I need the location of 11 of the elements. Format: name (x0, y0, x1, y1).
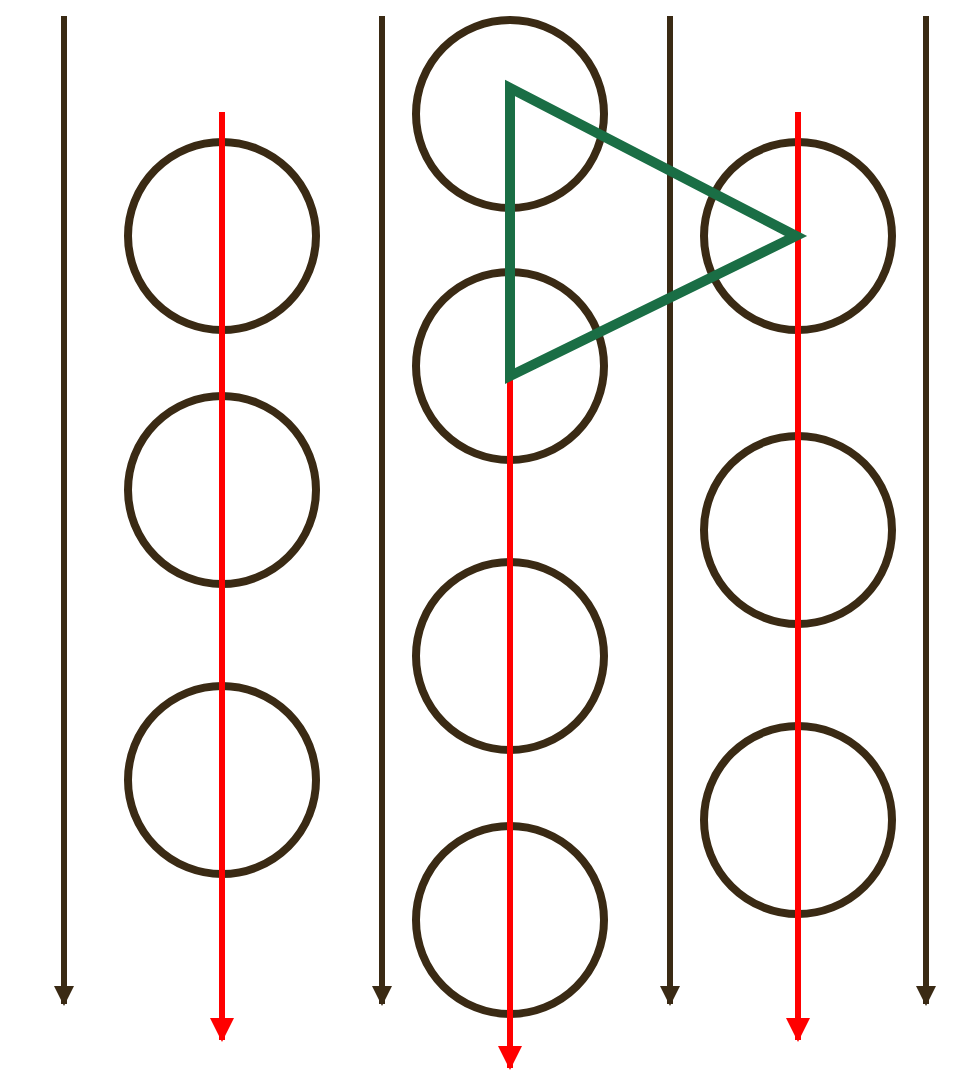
circle (412, 558, 608, 754)
circle (700, 432, 896, 628)
circle (124, 138, 320, 334)
circle (412, 268, 608, 464)
triangle (505, 79, 808, 384)
circle (412, 822, 608, 1018)
circle (700, 138, 896, 334)
circle (124, 392, 320, 588)
circle (412, 16, 608, 212)
circle (700, 722, 896, 918)
circle (124, 682, 320, 878)
